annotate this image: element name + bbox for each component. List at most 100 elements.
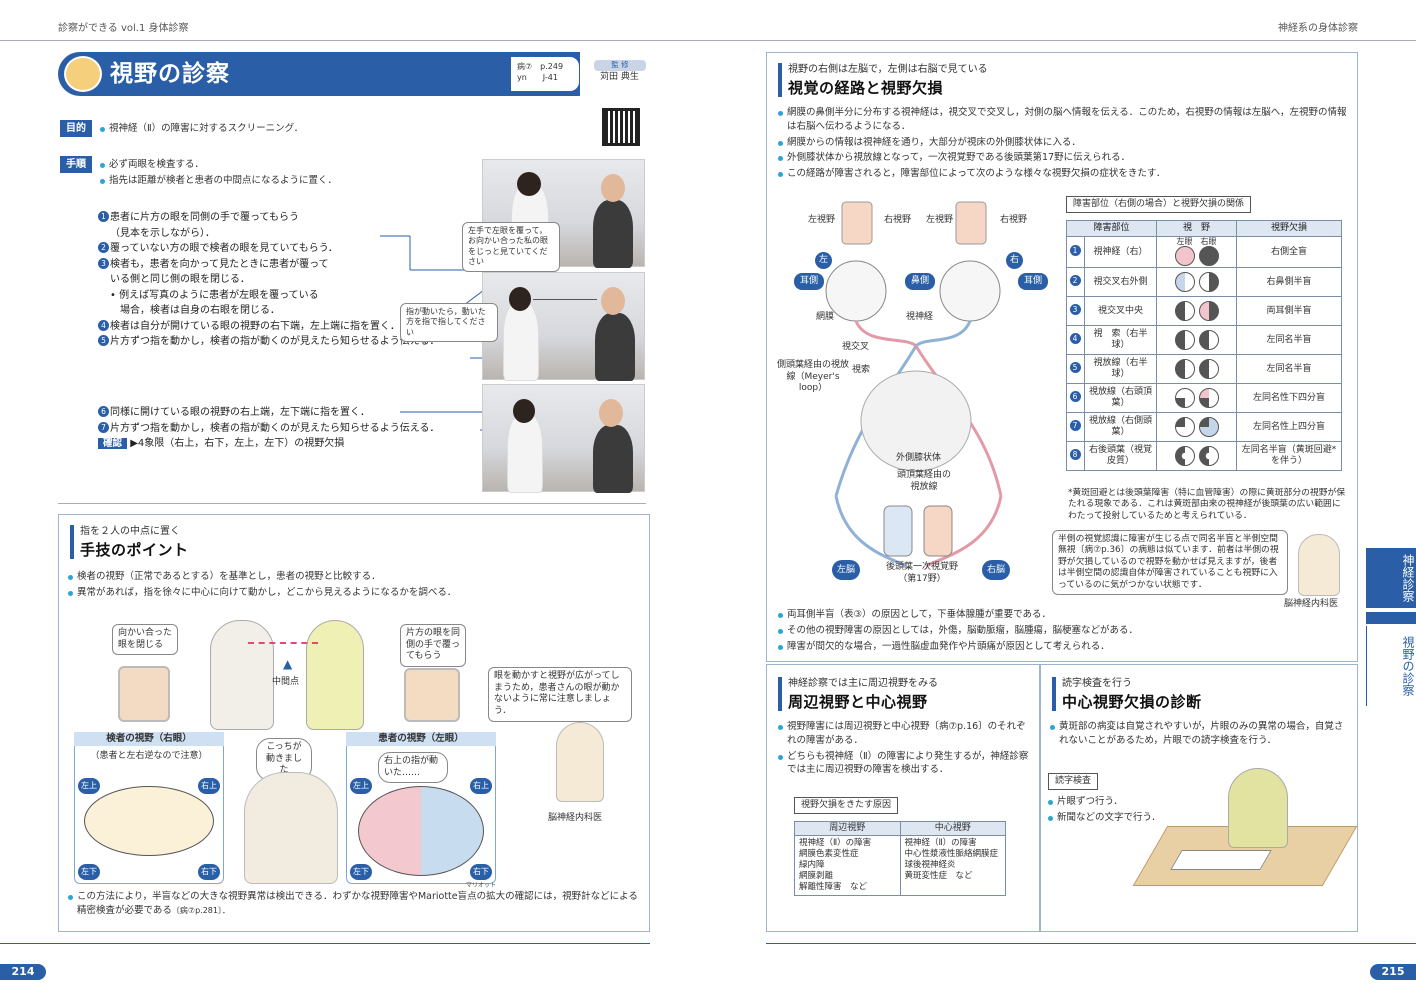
page-title: 視野の診察 xyxy=(110,61,230,87)
reading-test-label: 読字検査 xyxy=(1048,773,1099,791)
label-nose: 鼻側 xyxy=(905,273,935,290)
technique-subtitle: 指を２人の中点に置く xyxy=(80,526,180,537)
lesion-number: 1 xyxy=(1066,236,1085,269)
reading-test-item: 片眼ずつ行う． xyxy=(1048,795,1198,809)
lesion-field xyxy=(1156,441,1237,472)
midpoint-label: 中間点 xyxy=(272,677,300,687)
lesion-result: 左同名半盲（黄斑回避*を伴う） xyxy=(1236,441,1342,472)
left-visual-field-icon xyxy=(841,201,873,245)
central-item: 黄斑部の病変は自覚されやすいが，片眼のみの異常の場合，自覚されないことがあるため… xyxy=(1050,720,1346,748)
side-tab-neuro[interactable]: 神経診察 xyxy=(1366,548,1416,608)
occipital-right xyxy=(923,505,953,557)
photo-step-4 xyxy=(482,272,645,381)
procedure-list: 必ず両眼を検査する． 指先は距離が検者と患者の中間点になるように置く． xyxy=(100,158,470,190)
lesion-result: 左同名性下四分盲 xyxy=(1236,383,1342,414)
mariotte-ruby: マリオット xyxy=(466,882,497,889)
label-ear-right: 耳側 xyxy=(1018,273,1048,290)
peripheral-item: 視野障害には周辺視野と中心視野〔病⑦p.16〕のそれぞれの障害がある． xyxy=(778,720,1030,748)
cause-header-row: 周辺視野 中心視野 xyxy=(794,820,1006,837)
right-eye-field-icon xyxy=(1198,388,1219,409)
right-visual-field-icon xyxy=(955,201,987,245)
label-retina: 網膜 xyxy=(816,312,835,322)
page-number-left: 214 xyxy=(0,964,46,980)
reading-illustration-person xyxy=(1228,768,1288,848)
pathway-item: 外側膝状体から視放線となって，一次視覚野である後頭葉第17野に伝えられる． xyxy=(778,151,1348,165)
central-causes: 視神経（Ⅱ）の障害 中心性漿液性脈絡網膜症 球後視神経炎 黄斑変性症 など xyxy=(899,835,1006,897)
quadrant-ul: 左上 xyxy=(78,778,100,794)
lesion-result: 左同名半盲 xyxy=(1236,354,1342,385)
left-eye xyxy=(825,260,887,322)
label-parietal-radiation: 頭頂葉経由の視放線 xyxy=(896,470,951,492)
lesion-result: 左同名半盲 xyxy=(1236,325,1342,356)
doctor-note-right: 半側の視覚認識に障害が生じる点で同名半盲と半側空間無視〔病⑦p.36〕の病態は似… xyxy=(1052,530,1288,596)
th-site: 障害部位 xyxy=(1066,219,1157,238)
step-3d: 場合，検者は自身の右眼を閉じる． xyxy=(120,305,280,316)
step-number: 7 xyxy=(98,421,109,433)
step-number: 3 xyxy=(98,257,109,269)
section-bar xyxy=(778,677,782,711)
label-left-brain: 左脳 xyxy=(832,560,860,580)
th-peripheral: 周辺視野 xyxy=(794,820,901,837)
examiner-illustration xyxy=(210,620,274,730)
patient-field-title: 患者の視野（左眼） xyxy=(346,732,496,746)
bubble-close-eye: 向かい合った眼を閉じる xyxy=(112,624,178,656)
th-central: 中心視野 xyxy=(899,820,1006,837)
step-number: 5 xyxy=(98,335,109,346)
left-eye-field-icon xyxy=(1174,359,1195,380)
ref-line-1: 病⑦ p.249 xyxy=(517,62,564,71)
technique-title: 手技のポイント xyxy=(80,541,189,559)
lesion-field xyxy=(1156,325,1237,356)
qr-code[interactable] xyxy=(600,106,642,148)
supervisor-label: 監 修 xyxy=(594,60,646,71)
right-eye-field-icon xyxy=(1198,417,1219,438)
patient-figure xyxy=(593,200,633,268)
doctor-label-left: 脳神経内科医 xyxy=(548,813,603,823)
photo-step-6 xyxy=(482,384,645,493)
label-chiasm: 視交叉 xyxy=(842,342,870,352)
left-eye-field-icon xyxy=(1174,446,1195,467)
label-tract: 視索 xyxy=(852,365,871,375)
header-rule xyxy=(0,40,1416,41)
lesion-number: 7 xyxy=(1066,412,1085,443)
lesion-site: 視神経（右） xyxy=(1084,236,1157,269)
th-result: 視野欠損 xyxy=(1236,219,1342,238)
photo-note-1: 左手で左眼を覆って，お向かい合った私の眼をじっと見ていてください xyxy=(462,222,560,272)
lesion-site: 視交叉右外側 xyxy=(1084,267,1157,298)
macular-note: *黄斑回避とは後頭葉障害（特に血管障害）の際に黄斑部分の視野が保たれる現象である… xyxy=(1068,488,1346,521)
visual-pathway-diagram xyxy=(825,201,1003,568)
examiner-field-note: （患者と左右逆なので注意） xyxy=(90,751,208,761)
left-eye-field-icon xyxy=(1174,301,1195,322)
table-caption: 障害部位（右側の場合）と視野欠損の関係 xyxy=(1066,196,1252,214)
lesion-site: 視放線（右側頭葉） xyxy=(1084,412,1157,443)
quadrant-ur: 右上 xyxy=(198,778,220,794)
title-ref-box: 病⑦ p.249 yn J-41 xyxy=(510,56,580,92)
lesion-site: 視放線（右頭頂葉） xyxy=(1084,383,1157,414)
label-lgb: 外側膝状体 xyxy=(896,453,942,463)
quadrant-lr: 右下 xyxy=(198,864,220,880)
lesion-number: 6 xyxy=(1066,383,1085,414)
quadrant-ll: 左下 xyxy=(350,864,372,880)
finger-line xyxy=(248,642,318,644)
purpose-text: 視神経（Ⅱ）の障害に対するスクリーニング． xyxy=(100,122,500,136)
lesion-field xyxy=(1156,296,1237,327)
reading-test-item: 新聞などの文字で行う． xyxy=(1048,811,1198,825)
label-left-field-1: 左視野 xyxy=(808,215,836,225)
patient-field-ellipse xyxy=(358,786,484,876)
label-right-brain: 右脳 xyxy=(982,560,1010,580)
examiner-portrait xyxy=(118,666,170,722)
left-optic-nerve xyxy=(854,320,918,348)
said-bubble-2: 右上の指が動いた…… xyxy=(378,752,448,784)
doctor-icon xyxy=(1298,534,1340,596)
side-tab-visual-field[interactable]: 視野の診察 xyxy=(1366,626,1416,706)
left-eye-field-icon xyxy=(1174,272,1195,293)
technique-footer-item: この方法により，半盲などの大きな視野異常は検出できる．わずかな視野障害やMari… xyxy=(68,890,642,918)
running-header-left: 診察ができる vol.1 身体診察 xyxy=(58,23,189,34)
